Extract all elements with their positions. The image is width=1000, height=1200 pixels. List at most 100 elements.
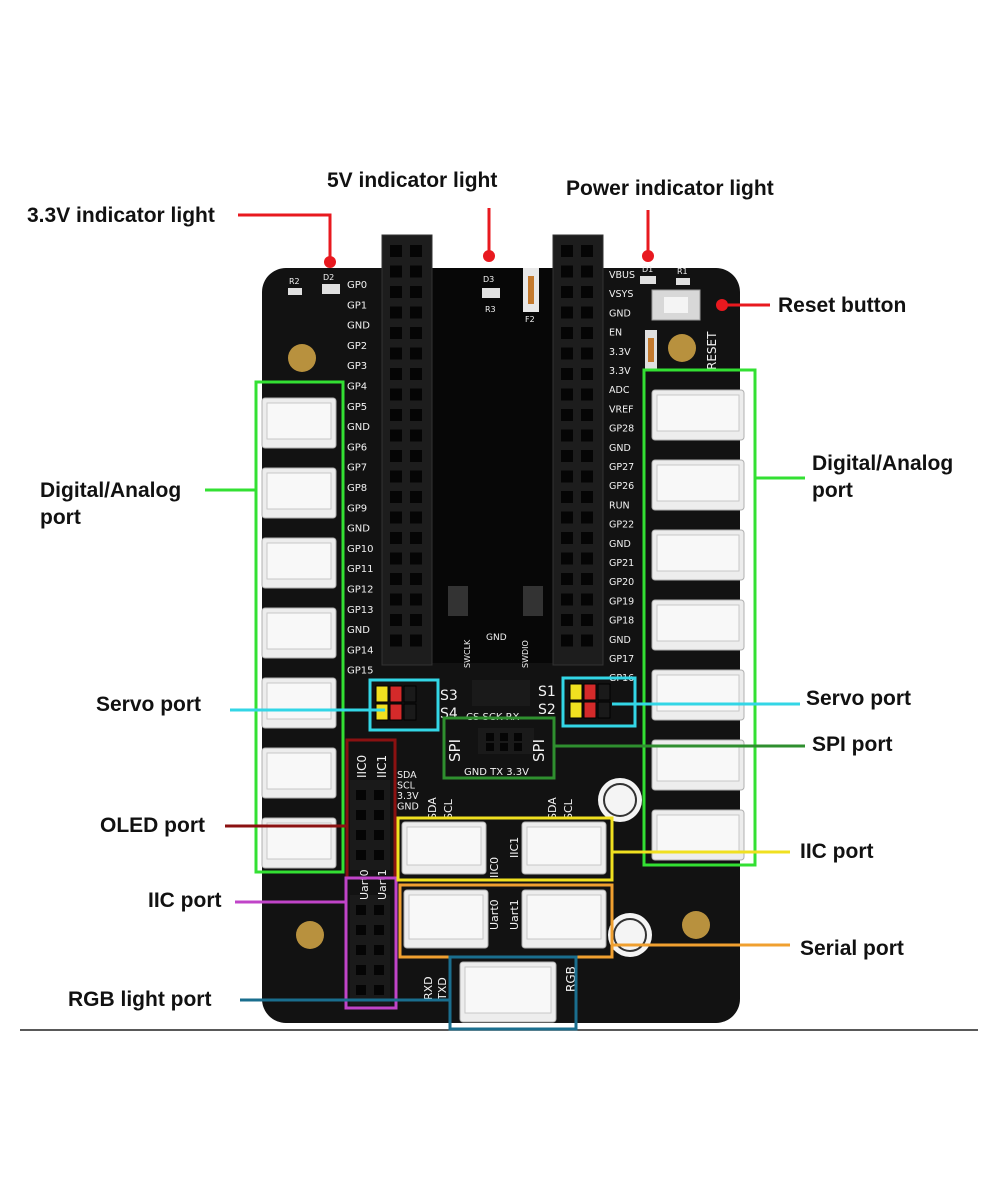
silk-gp-left: GP5 bbox=[347, 402, 367, 413]
silk-oled-pin: SCL bbox=[397, 781, 416, 792]
header-hole bbox=[410, 327, 422, 339]
header-pin bbox=[356, 905, 366, 915]
servo-pin bbox=[403, 685, 417, 703]
label-servo-right: Servo port bbox=[806, 687, 912, 710]
header-hole bbox=[390, 265, 402, 278]
header-hole bbox=[390, 614, 402, 626]
resistor-r1 bbox=[676, 278, 690, 285]
label-serial: Serial port bbox=[800, 937, 904, 960]
silk-reset: RESET bbox=[705, 331, 719, 370]
silk-spi-right: SPI bbox=[530, 739, 548, 762]
connector-socket bbox=[408, 894, 484, 940]
silk-gp-left: GND bbox=[347, 321, 370, 332]
label-reset-button: Reset button bbox=[778, 294, 907, 317]
silk-gp-right: EN bbox=[609, 328, 622, 339]
connector-socket bbox=[656, 814, 740, 852]
silk-gp-right: 3.3V bbox=[609, 366, 631, 377]
header-hole bbox=[410, 573, 422, 585]
label-rgb: RGB light port bbox=[68, 988, 212, 1011]
header-hole bbox=[410, 429, 422, 442]
pico-left-header bbox=[381, 234, 433, 666]
silk-spi-left: SPI bbox=[446, 739, 464, 762]
servo-pin bbox=[375, 703, 389, 721]
servo-pin bbox=[375, 685, 389, 703]
connector-socket bbox=[266, 822, 332, 860]
header-pin bbox=[374, 925, 384, 935]
connector-socket bbox=[656, 394, 740, 432]
silk-gp-right: GND bbox=[609, 539, 631, 550]
header-hole bbox=[561, 511, 573, 524]
silk-d1: D1 bbox=[642, 265, 653, 274]
header-pin bbox=[356, 985, 366, 995]
header-hole bbox=[581, 511, 593, 524]
spi-pin bbox=[514, 733, 522, 741]
header-hole bbox=[390, 450, 402, 462]
header-pin bbox=[356, 790, 366, 800]
connector-socket bbox=[266, 472, 332, 510]
header-hole bbox=[410, 593, 422, 606]
header-hole bbox=[581, 327, 593, 339]
silk-r1: R1 bbox=[677, 267, 688, 276]
silk-gp-right: VSYS bbox=[609, 289, 633, 300]
silk-d3: D3 bbox=[483, 275, 494, 284]
header-hole bbox=[410, 265, 422, 278]
header-pin bbox=[374, 945, 384, 955]
header-hole bbox=[390, 306, 402, 319]
servo-pin bbox=[583, 701, 597, 719]
servo-pin bbox=[569, 701, 583, 719]
grove-connector-left bbox=[261, 537, 337, 589]
servo-pin bbox=[389, 703, 403, 721]
header-hole bbox=[581, 409, 593, 421]
silk-sda: SDA bbox=[546, 797, 559, 820]
header-hole bbox=[561, 368, 573, 380]
silk-gp-left: GP4 bbox=[347, 382, 367, 393]
silk-gp-left: GP2 bbox=[347, 341, 367, 352]
header-pin bbox=[374, 850, 384, 860]
header-hole bbox=[581, 286, 593, 298]
label-digital-analog-left: Digital/Analog port bbox=[40, 477, 181, 531]
header-pin bbox=[356, 850, 366, 860]
header-hole bbox=[410, 532, 422, 544]
spi-pin bbox=[514, 743, 522, 751]
grove-connector-right bbox=[651, 599, 745, 651]
silk-gp-left: GP11 bbox=[347, 564, 374, 575]
header-pin bbox=[374, 905, 384, 915]
header-pin bbox=[374, 985, 384, 995]
silk-gp-left: GP7 bbox=[347, 463, 367, 474]
label-servo-left: Servo port bbox=[96, 693, 202, 716]
header-hole bbox=[581, 388, 593, 401]
label-spi: SPI port bbox=[812, 733, 893, 756]
header-hole bbox=[581, 368, 593, 380]
silk-gp-right: ADC bbox=[609, 385, 630, 396]
connector-socket bbox=[656, 674, 740, 712]
label-digital-analog-right: Digital/Analog port bbox=[812, 450, 953, 504]
header-hole bbox=[410, 306, 422, 319]
silk-gp-right: GP21 bbox=[609, 558, 634, 569]
silk-gp-left: GP9 bbox=[347, 503, 367, 514]
header-hole bbox=[390, 368, 402, 380]
silk-gnd: GND bbox=[486, 633, 507, 643]
silk-iic0-b: IIC0 bbox=[488, 857, 501, 878]
header-pin bbox=[356, 925, 366, 935]
header-hole bbox=[561, 306, 573, 319]
grove-connector-right bbox=[651, 529, 745, 581]
mounting-hole bbox=[296, 921, 324, 949]
resistor-r2 bbox=[288, 288, 302, 295]
box-spi bbox=[442, 716, 556, 780]
header-hole bbox=[561, 491, 573, 503]
header-hole bbox=[561, 470, 573, 483]
led-d2 bbox=[322, 284, 340, 294]
oled-header bbox=[350, 780, 390, 870]
label-line: Digital/Analog bbox=[40, 479, 182, 502]
header-hole bbox=[581, 470, 593, 483]
silk-uart0-pins: Uart0 bbox=[358, 869, 371, 900]
grove-connector-iic1 bbox=[521, 821, 607, 875]
silk-gp-right: GND bbox=[609, 635, 631, 646]
header-hole bbox=[581, 450, 593, 462]
uart-header bbox=[350, 895, 390, 1005]
connector-socket bbox=[266, 752, 332, 790]
grove-connector-left bbox=[261, 677, 337, 729]
silk-scl: SCL bbox=[442, 798, 455, 820]
grove-connector-right bbox=[651, 669, 745, 721]
header-hole bbox=[561, 245, 573, 257]
